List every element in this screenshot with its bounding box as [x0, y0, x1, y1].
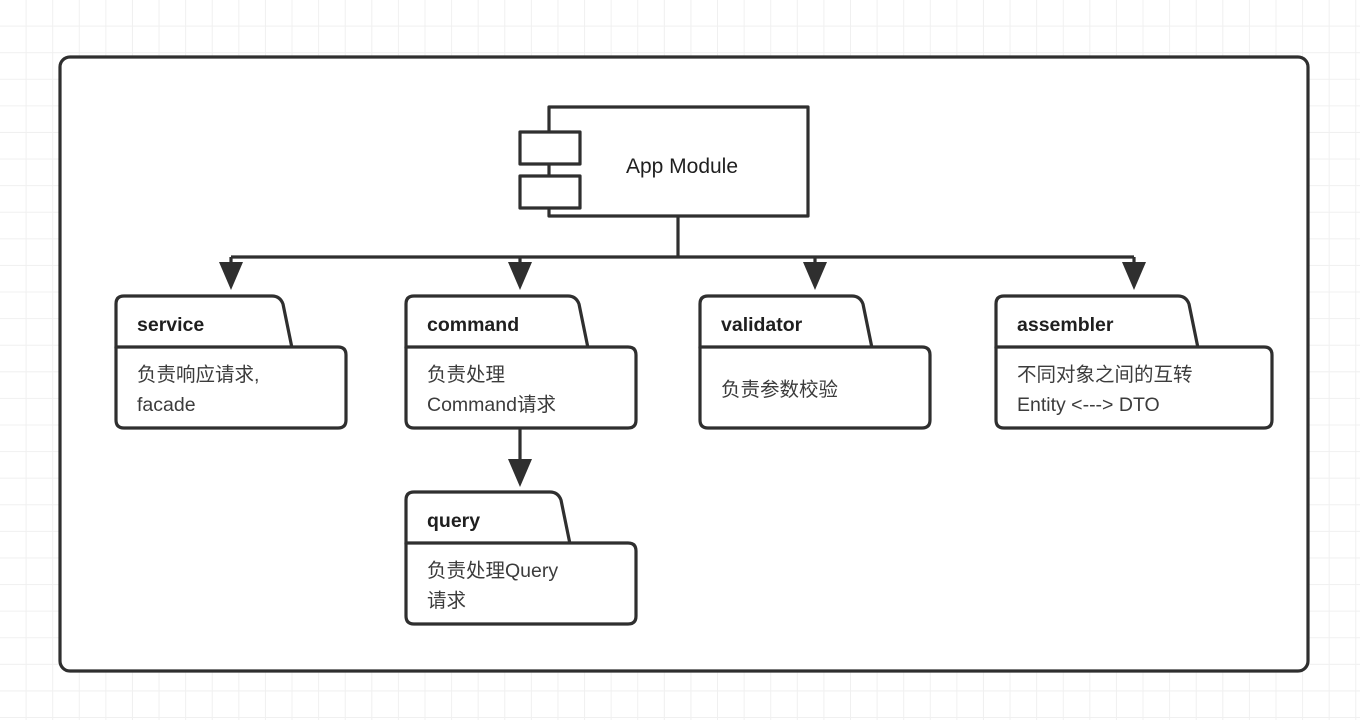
- node-validator-body-line-1: 负责参数校验: [721, 379, 838, 401]
- node-service-body-line-1: 负责响应请求,: [137, 364, 259, 386]
- node-query-body-line-2: 请求: [427, 590, 466, 612]
- node-query-body-line-1: 负责处理Query: [427, 560, 558, 582]
- component-body: [547, 105, 810, 218]
- node-command-body: [404, 345, 638, 430]
- node-query-body: [404, 541, 638, 626]
- node-service[interactable]: service 负责响应请求, facade: [114, 294, 348, 430]
- node-assembler-body-line-1: 不同对象之间的互转: [1017, 364, 1193, 386]
- node-service-title: service: [137, 314, 204, 336]
- node-assembler-body-line-2: Entity <---> DTO: [1017, 394, 1160, 416]
- connector-group-app-children: [219, 216, 1146, 290]
- node-assembler-title: assembler: [1017, 314, 1114, 336]
- node-service-body: [114, 345, 348, 430]
- node-validator[interactable]: validator 负责参数校验: [698, 294, 932, 430]
- node-query[interactable]: query 负责处理Query 请求: [404, 490, 638, 626]
- component-app-module[interactable]: App Module: [518, 105, 810, 218]
- outer-container: [58, 55, 1310, 673]
- node-command-title: command: [427, 314, 519, 336]
- node-validator-title: validator: [721, 314, 803, 336]
- arrowhead-command: [508, 262, 532, 290]
- connector-group-command-query: [508, 428, 532, 487]
- arrowhead-assembler: [1122, 262, 1146, 290]
- node-command-body-line-1: 负责处理: [427, 364, 505, 386]
- arrowhead-query: [508, 459, 532, 487]
- node-assembler-body: [994, 345, 1274, 430]
- component-tab-upper-icon: [518, 130, 582, 166]
- arrowhead-validator: [803, 262, 827, 290]
- node-command-body-line-2: Command请求: [427, 394, 556, 416]
- node-service-body-line-2: facade: [137, 394, 196, 416]
- component-label: App Module: [626, 155, 738, 178]
- arrowhead-service: [219, 262, 243, 290]
- node-assembler[interactable]: assembler 不同对象之间的互转 Entity <---> DTO: [994, 294, 1274, 430]
- component-tab-lower-icon: [518, 174, 582, 210]
- node-query-title: query: [427, 510, 480, 532]
- node-command[interactable]: command 负责处理 Command请求: [404, 294, 638, 430]
- node-validator-body: [698, 345, 932, 430]
